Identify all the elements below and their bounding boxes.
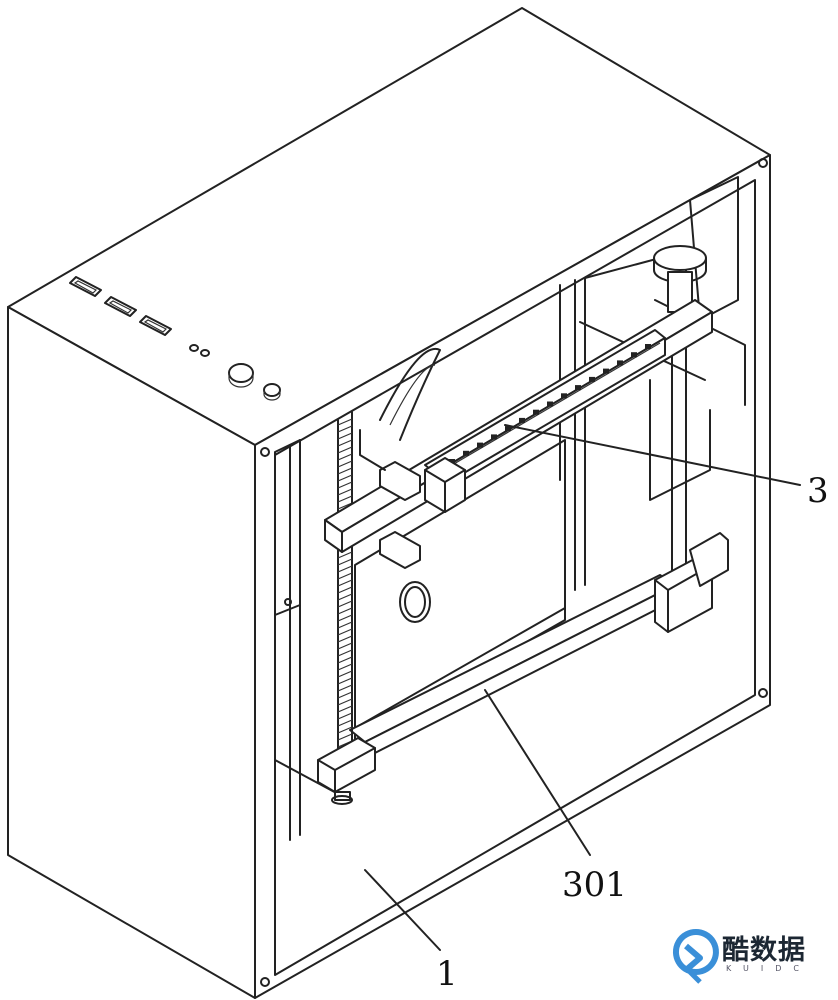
callouts: 3 301 1 bbox=[364, 424, 829, 994]
connector-strip bbox=[359, 329, 666, 569]
rear-bracket bbox=[274, 439, 301, 616]
watermark-text: 酷数据 bbox=[722, 935, 806, 966]
connector-slot bbox=[617, 360, 623, 366]
connector-slot bbox=[505, 426, 511, 432]
indicator-led bbox=[189, 344, 199, 352]
fan-blade bbox=[379, 347, 441, 441]
interior-structure bbox=[274, 176, 746, 841]
connector-slot bbox=[547, 401, 553, 407]
reset-button bbox=[263, 383, 281, 401]
connector-slot bbox=[561, 393, 567, 399]
connector-slot bbox=[463, 450, 469, 456]
power-button bbox=[228, 363, 254, 388]
connector-slots bbox=[449, 344, 651, 464]
screw bbox=[260, 447, 270, 457]
part-label-3: 3 bbox=[807, 471, 829, 511]
connector-slot bbox=[645, 344, 651, 349]
watermark-subtext: KUIDC bbox=[726, 964, 811, 973]
leader-line-301 bbox=[484, 689, 591, 856]
connector-slot bbox=[603, 368, 609, 374]
frame-screws bbox=[260, 158, 768, 987]
connector-slot bbox=[491, 434, 497, 440]
connector-slot bbox=[533, 409, 539, 415]
watermark: 酷数据 KUIDC bbox=[672, 928, 832, 992]
usb-port bbox=[104, 296, 137, 317]
leader-line-1 bbox=[364, 869, 441, 951]
watermark-logo-icon bbox=[673, 929, 719, 984]
connector-slot bbox=[477, 442, 483, 448]
right-carriage bbox=[654, 532, 729, 633]
connector-slot bbox=[519, 417, 525, 423]
leader-line-3 bbox=[504, 424, 801, 486]
cable-hole bbox=[399, 581, 431, 623]
part-label-1: 1 bbox=[436, 954, 458, 994]
indicator-led bbox=[200, 349, 210, 357]
front-frame-opening bbox=[274, 179, 756, 976]
usb-port bbox=[139, 315, 172, 336]
lower-carriage bbox=[317, 737, 376, 805]
screw bbox=[260, 977, 270, 987]
top-panel-controls bbox=[69, 276, 281, 401]
usb-port bbox=[69, 276, 102, 297]
screw bbox=[758, 158, 768, 168]
adjustment-knob bbox=[653, 245, 707, 313]
part-label-301: 301 bbox=[562, 865, 627, 905]
screw bbox=[758, 688, 768, 698]
connector-slot bbox=[575, 385, 581, 391]
connector-slot bbox=[631, 352, 637, 358]
connector-slot bbox=[589, 376, 595, 382]
